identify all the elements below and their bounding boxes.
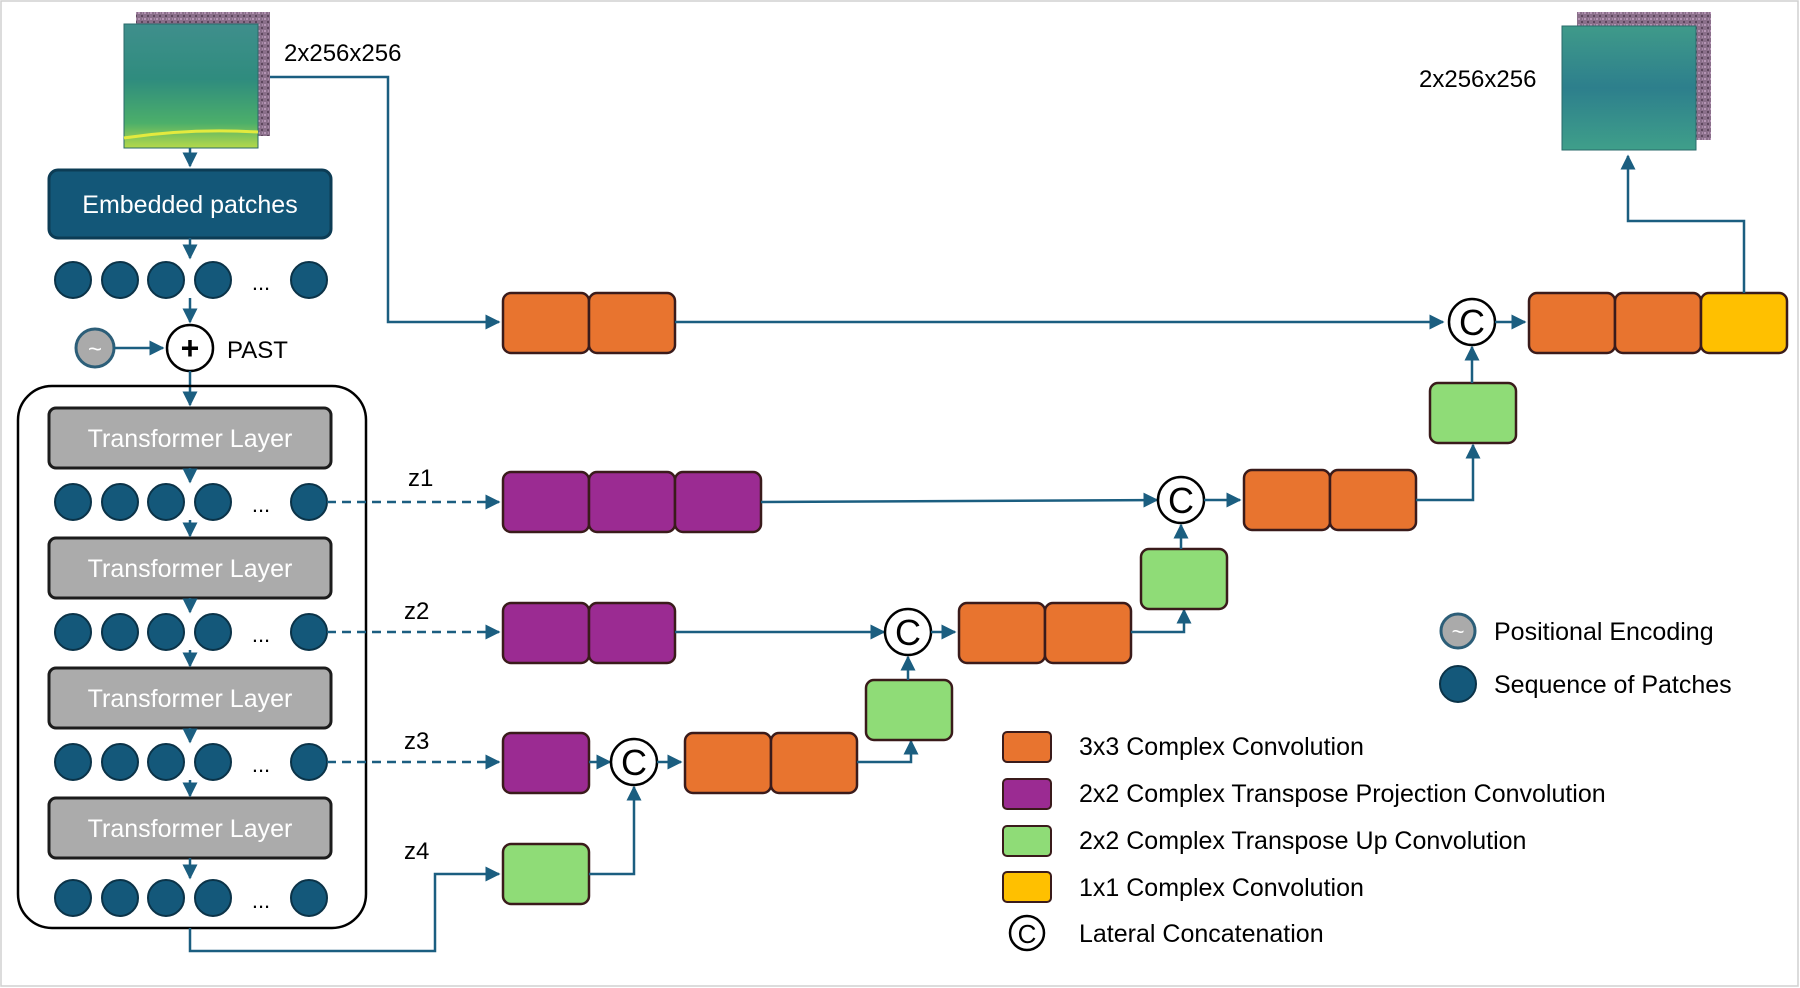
token-row-1 [54, 483, 328, 521]
legend-concat-label: Lateral Concatenation [1079, 920, 1324, 948]
transformer-encoder-container [16, 384, 368, 930]
tap-z1-label: z1 [408, 465, 433, 492]
z1-to-concat [760, 492, 1159, 508]
output-size-label: 2x256x256 [1419, 66, 1536, 93]
legend-conv1x1-swatch [1002, 871, 1052, 903]
z4-transpose-up-block [501, 842, 591, 906]
final-conv-blocks [1527, 291, 1789, 355]
dashed-taps [327, 494, 501, 770]
level2-to-green [1131, 608, 1192, 634]
tap-z4-label: z4 [404, 838, 429, 865]
token-row-3 [54, 743, 328, 781]
legend-sequence-label: Sequence of Patches [1494, 671, 1732, 699]
tap-z3-label: z3 [404, 728, 429, 755]
legend-concat-icon [1008, 914, 1046, 952]
legend-conv3x3-swatch [1002, 731, 1052, 763]
concat-node-1-symbol: C [1168, 480, 1194, 521]
token-row-0 [54, 261, 328, 299]
legend-conv1x1-label: 1x1 Complex Convolution [1079, 874, 1364, 902]
concat-node-2-symbol: C [895, 612, 921, 653]
legend-transpose-up-swatch [1002, 825, 1052, 857]
legend-conv3x3-label: 3x3 Complex Convolution [1079, 733, 1364, 761]
token-ellipsis-2: ... [252, 622, 270, 647]
level1-to-green [1416, 443, 1481, 502]
z2-transpose-proj-blocks [501, 601, 677, 665]
input-spectrogram [123, 12, 270, 149]
z3-transpose-proj-block [501, 731, 591, 795]
legend-positional-encoding-symbol: ~ [1452, 619, 1465, 644]
transformer-layer-3-label: Transformer Layer [88, 685, 293, 713]
legend-sequence-icon [1439, 665, 1477, 703]
legend-transpose-up-label: 2x2 Complex Transpose Up Convolution [1079, 827, 1526, 855]
transformer-layer-4-label: Transformer Layer [88, 815, 293, 843]
level3-to-green [857, 739, 919, 764]
z1-transpose-proj-blocks [501, 470, 763, 534]
level1-transpose-up-block [1428, 381, 1518, 445]
level1-conv3x3-blocks [1242, 468, 1418, 532]
level2-conv3x3-blocks [957, 601, 1133, 665]
top-conv3x3-blocks [501, 291, 677, 355]
token-row-2 [54, 613, 328, 651]
token-ellipsis-3: ... [252, 752, 270, 777]
tap-z2-label: z2 [404, 598, 429, 625]
concat-node-0-symbol: C [1459, 302, 1485, 343]
level3-conv3x3-blocks [683, 731, 859, 795]
token-ellipsis-1: ... [252, 492, 270, 517]
add-symbol: + [181, 330, 200, 366]
legend-concat-symbol: C [1018, 919, 1037, 949]
token-row-4 [54, 879, 328, 917]
embedded-patches-label: Embedded patches [82, 191, 297, 219]
final-to-output [1620, 154, 1746, 293]
level3-transpose-up-block [864, 678, 954, 742]
token-ellipsis-4: ... [252, 888, 270, 913]
level2-transpose-up-block [1139, 547, 1229, 611]
z4-line [188, 866, 501, 953]
transformer-layer-2-label: Transformer Layer [88, 555, 293, 583]
output-spectrogram [1561, 12, 1711, 151]
legend-positional-encoding-label: Positional Encoding [1494, 618, 1714, 646]
legend-positional-encoding-icon [1439, 612, 1477, 650]
legend-transpose-proj-label: 2x2 Complex Transpose Projection Convolu… [1079, 780, 1606, 808]
input-size-label: 2x256x256 [284, 40, 401, 67]
concat-node-3-symbol: C [621, 742, 647, 783]
skip-line-top [270, 75, 501, 330]
transformer-layer-1-label: Transformer Layer [88, 425, 293, 453]
token-ellipsis-0: ... [252, 270, 270, 295]
legend-transpose-proj-swatch [1002, 778, 1052, 810]
past-label: PAST [227, 337, 288, 364]
positional-encoding-symbol: ~ [88, 336, 102, 363]
z4-green-to-concat [589, 785, 642, 876]
